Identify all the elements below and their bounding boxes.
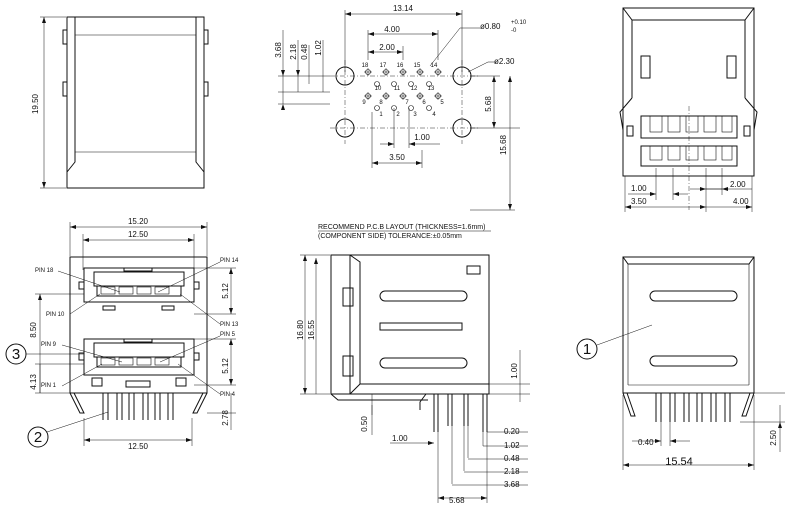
dim-hole-tol-minus: -0 [511,28,517,34]
front-dim-850-label: 8.50 [29,322,38,338]
side-dim-020-label: 0.20 [504,427,520,436]
layout-note-2: (COMPONENT SIDE) TOLERANCE:±0.05mm [318,233,462,240]
callout-2-label: 2 [34,429,42,446]
dim-height-label: 19.50 [31,93,40,114]
side-dim-1680-label: 16.80 [296,319,305,340]
dim-350-label: 3.50 [389,153,405,162]
callout-3-label: 3 [12,346,20,363]
dim-hole-tol-plus: +0.10 [511,20,527,26]
pin-number: 6 [422,100,426,106]
rear-view: 1.00 2.00 3.50 4.00 [619,7,758,212]
end-view: 1 0.40 2.50 15.54 [576,256,785,470]
pin18-label: PIN 18 [35,268,54,274]
pin-number: 12 [411,86,418,92]
dim-218-label: 2.18 [289,44,298,60]
dim-568-label: 5.68 [484,96,493,112]
rear-dim-100-label: 1.00 [631,184,647,193]
pin-number: 13 [428,86,435,92]
dim-mount-hole-label: ø2.30 [494,57,515,66]
pin-number: 4 [432,112,436,118]
pin1-label: PIN 1 [41,383,57,389]
side-dim-100-label: 1.00 [392,434,408,443]
side-dim-218-label: 2.18 [504,467,520,476]
front-dim-1250-label: 12.50 [128,230,149,239]
pin10-label: PIN 10 [46,312,65,318]
dim-4-label: 4.00 [384,25,400,34]
callout-1-label: 1 [583,341,591,358]
pin-number: 5 [440,100,444,106]
pin5-label: PIN 5 [220,332,236,338]
rear-dim-400-label: 4.00 [733,197,749,206]
layout-note-1: RECOMMEND P.C.B LAYOUT (THICKNESS=1.6mm) [318,224,485,231]
dim-width-label: 13.14 [393,4,414,13]
dim-102-label: 1.02 [314,40,323,56]
dim-1568-label: 15.68 [499,134,508,155]
rear-dim-350-label: 3.50 [631,197,647,206]
front-dim-1250-bottom-label: 12.50 [128,442,149,451]
pin-number: 2 [396,112,400,118]
side-dim-568-label: 5.68 [449,496,465,505]
dim-048-label: 0.48 [300,44,309,60]
usb-port-upper [83,267,195,303]
rear-view-body [622,7,755,177]
top-view: 19.50 [31,16,209,189]
mount-hole [452,118,472,138]
callout-2-circle [27,426,49,448]
mount-hole [335,118,355,138]
front-dim-413-label: 4.13 [29,374,38,390]
side-dim-368-label: 3.68 [504,480,520,489]
dim-2-label: 2.00 [379,43,395,52]
pin9-label: PIN 9 [41,342,57,348]
side-dim-048-label: 0.48 [504,454,520,463]
pin-number: 17 [380,63,387,69]
side-view-body [330,254,490,395]
side-dim-050-label: 0.50 [360,416,369,432]
mount-hole [452,66,472,86]
dim-hole-label: ø0.80 [480,22,501,31]
pin-number: 10 [375,86,382,92]
end-dim-040-label: 0.40 [638,438,654,447]
pin-number: 18 [362,63,369,69]
pin-number: 8 [379,100,383,106]
front-view: 15.20 12.50 12.50 [5,217,239,451]
pin-number: 14 [431,63,438,69]
pin-number: 11 [394,86,401,92]
pin-number: 9 [362,100,366,106]
pin14-label: PIN 14 [220,258,239,264]
callout-1-circle [576,338,598,360]
rear-dim-200-label: 2.00 [730,180,746,189]
pin13-label: PIN 13 [220,322,239,328]
front-dim-278-label: 2.78 [221,410,230,426]
side-dim-100-right-label: 1.00 [510,363,519,379]
pin-number: 16 [397,63,404,69]
front-view-body [69,256,208,394]
dim-368-label: 3.68 [274,42,283,58]
end-dim-1554-label: 15.54 [665,456,693,468]
side-dim-1655-label: 16.55 [307,319,316,340]
end-dim-250-label: 2.50 [769,430,778,446]
mount-hole [335,66,355,86]
side-dim-102-label: 1.02 [504,441,520,450]
pin-number: 1 [379,112,383,118]
front-dim-1520-label: 15.20 [128,217,149,226]
end-view-body [622,256,755,394]
dim-100-label: 1.00 [414,133,430,142]
pin-number: 15 [414,63,421,69]
pcb-footprint: 13.14 4.00 2.00 ø0.80 +0.10 -0 ø2.30 3.6… [274,4,527,240]
pin4-label: PIN 4 [220,392,236,398]
pin-number: 3 [413,112,417,118]
front-dim-512-top-label: 5.12 [221,283,230,299]
side-view: 16.80 16.55 0.50 1.00 1.00 0.20 1.02 0.4… [296,254,530,505]
front-dim-512-bot-label: 5.12 [221,358,230,374]
top-view-body [66,16,205,189]
pin-number: 7 [405,100,409,106]
